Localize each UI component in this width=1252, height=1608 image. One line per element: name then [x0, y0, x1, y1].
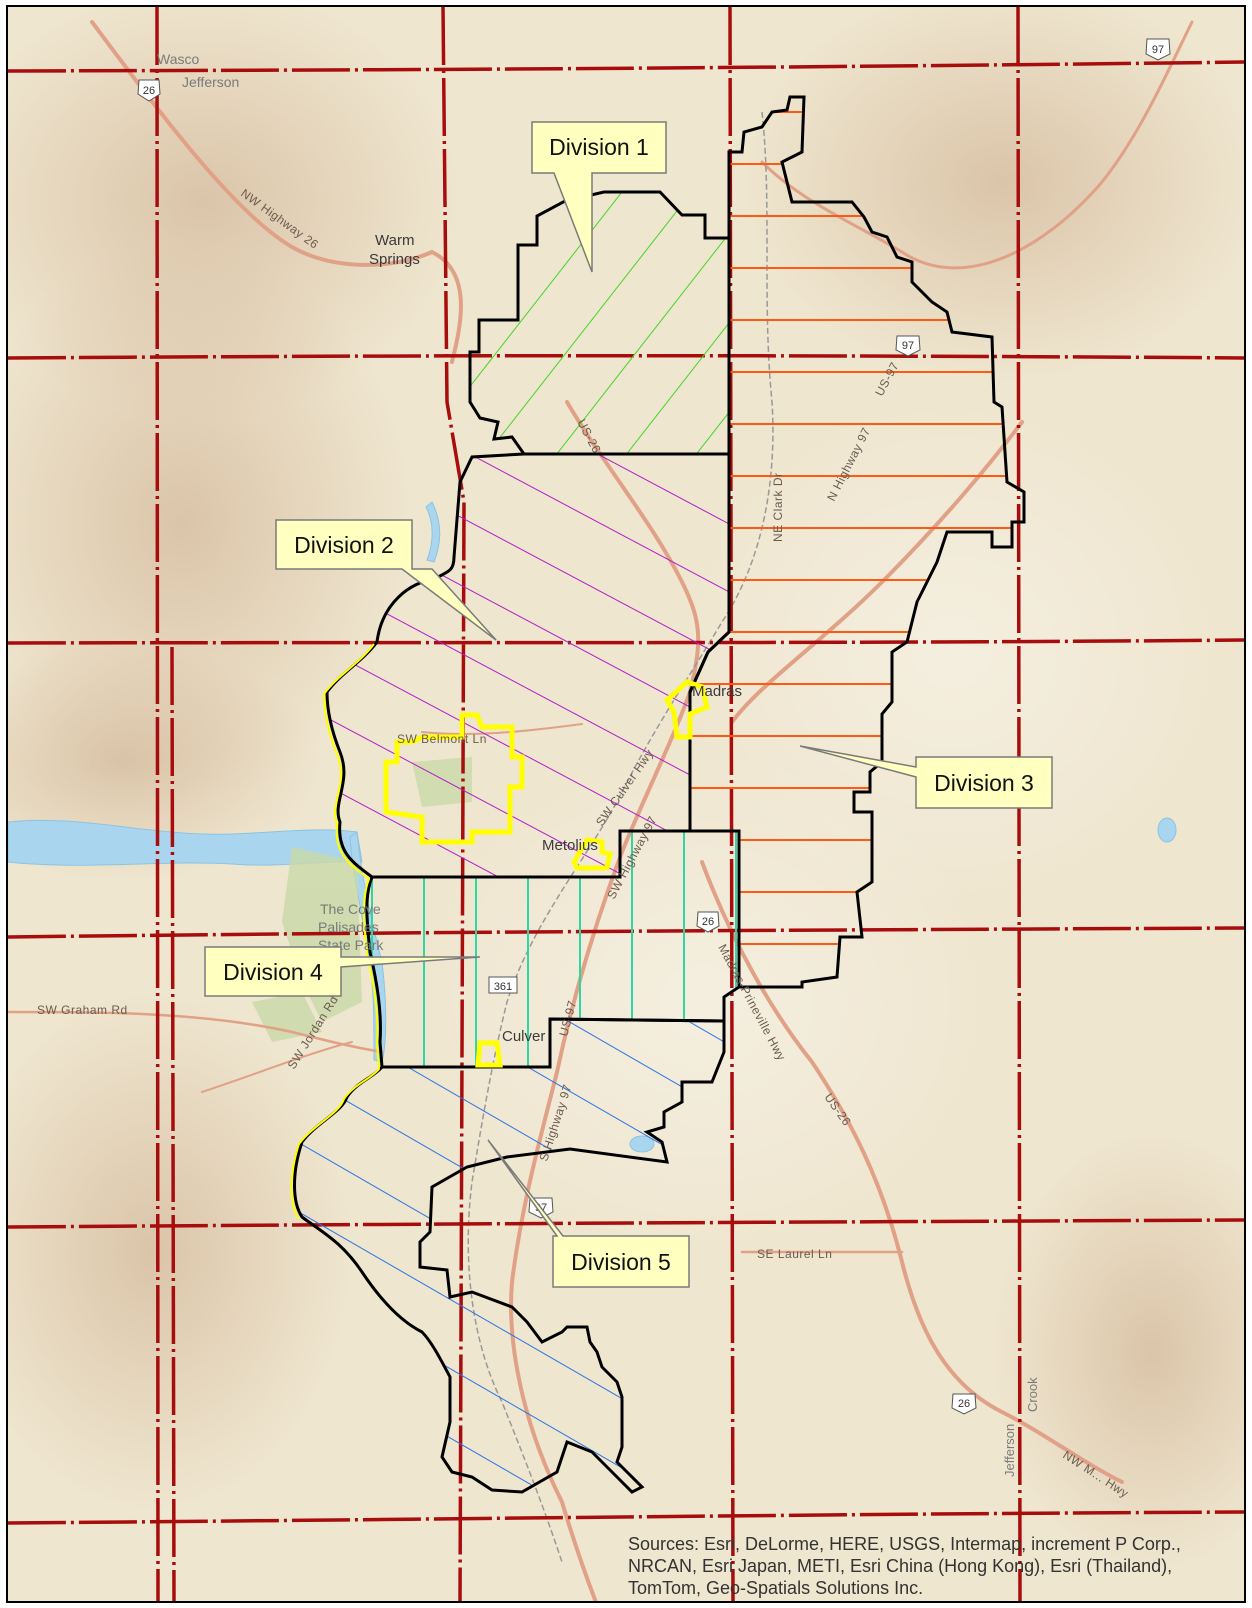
place-wasco: Wasco: [157, 51, 199, 67]
shield-or361: 361: [488, 976, 518, 994]
division-1-area[interactable]: [468, 190, 731, 456]
place-culver: Culver: [502, 1028, 545, 1045]
svg-text:26: 26: [143, 85, 155, 97]
place-jefferson-bottom: Jefferson: [1002, 1424, 1017, 1477]
shield-us26-low: 26: [951, 1393, 977, 1415]
callout-division-3[interactable]: Division 3: [799, 745, 1053, 809]
map-attribution: Sources: Esri, DeLorme, HERE, USGS, Inte…: [628, 1534, 1181, 1598]
shield-us26-top: 26: [137, 79, 161, 102]
svg-text:97: 97: [1152, 44, 1164, 56]
callout-division-3-label: Division 3: [934, 770, 1034, 796]
shield-us26-mid: 26: [696, 911, 720, 933]
callout-division-5[interactable]: Division 5: [487, 1139, 690, 1288]
map-canvas[interactable]: 26 97 97 26 361 97 26 Wasco Jefferson Wa…: [8, 7, 1246, 1603]
place-palisades: Palisades: [318, 919, 379, 935]
road-sw-graham: SW Graham Rd: [37, 1003, 128, 1017]
svg-text:97: 97: [902, 340, 914, 352]
place-crook: Crook: [1025, 1377, 1040, 1412]
place-warm: Warm: [375, 232, 414, 249]
division-3-area[interactable]: [688, 95, 1026, 989]
place-jefferson-top: Jefferson: [182, 74, 239, 90]
map-frame[interactable]: 26 97 97 26 361 97 26 Wasco Jefferson Wa…: [6, 5, 1246, 1603]
callout-division-4-label: Division 4: [223, 959, 323, 985]
svg-text:26: 26: [702, 916, 714, 928]
svg-text:26: 26: [958, 1398, 970, 1410]
boundary-halo: [290, 643, 381, 1220]
callout-division-5-label: Division 5: [571, 1249, 671, 1275]
road-se-laurel: SE Laurel Ln: [757, 1247, 832, 1261]
callout-division-2-label: Division 2: [294, 532, 394, 558]
road-ne-clark-dr: NE Clark Dr: [771, 472, 785, 542]
place-springs: Springs: [369, 251, 420, 268]
place-madras: Madras: [692, 683, 742, 700]
city-limits: [383, 679, 710, 1068]
road-sw-belmont: SW Belmont Ln: [397, 732, 487, 746]
shield-us97-mid: 97: [895, 335, 921, 357]
place-the-cove: The Cove: [320, 901, 381, 917]
division-4-area[interactable]: [365, 829, 741, 1069]
place-labels: Wasco Jefferson Warm Springs Madras Meto…: [157, 51, 1040, 1477]
svg-text:361: 361: [494, 981, 512, 993]
place-metolius: Metolius: [542, 837, 598, 854]
callout-division-1-label: Division 1: [549, 134, 649, 160]
shield-us97-top: 97: [1145, 38, 1171, 61]
callout-division-1[interactable]: Division 1: [531, 121, 667, 273]
callout-division-2[interactable]: Division 2: [275, 519, 497, 641]
callout-division-4[interactable]: Division 4: [204, 946, 481, 997]
